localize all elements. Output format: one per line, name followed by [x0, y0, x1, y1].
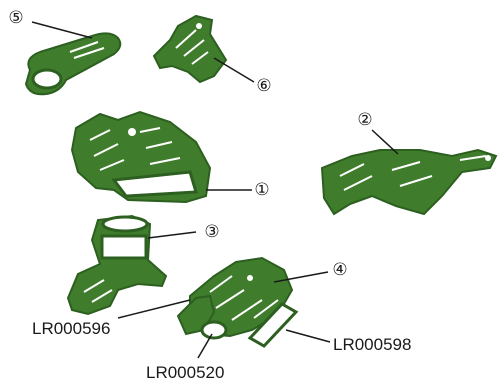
leader-callout-3: [148, 232, 196, 238]
part-cylinder-mount: [68, 216, 166, 314]
leader-callout-5: [32, 22, 92, 38]
part-engine-mount: [72, 112, 210, 202]
callout-4: ④: [332, 260, 347, 280]
label-lr000598: LR000598: [333, 335, 411, 354]
label-lr000596: LR000596: [32, 319, 110, 338]
label-lr000520: LR000520: [146, 363, 224, 381]
callout-1: ①: [254, 180, 269, 200]
leader-lr000598: [286, 330, 330, 342]
part-lr000520: [202, 322, 226, 338]
leader-lr000520: [198, 334, 212, 358]
callout-3: ③: [204, 222, 219, 242]
callout-6: ⑥: [256, 76, 271, 96]
callout-2: ②: [357, 110, 372, 130]
leader-callout-6: [214, 58, 254, 82]
part-side-bracket: [322, 150, 496, 214]
part-torque-rod: [26, 33, 120, 94]
part-upper-bracket: [154, 16, 226, 82]
callout-5: ⑤: [8, 8, 23, 28]
